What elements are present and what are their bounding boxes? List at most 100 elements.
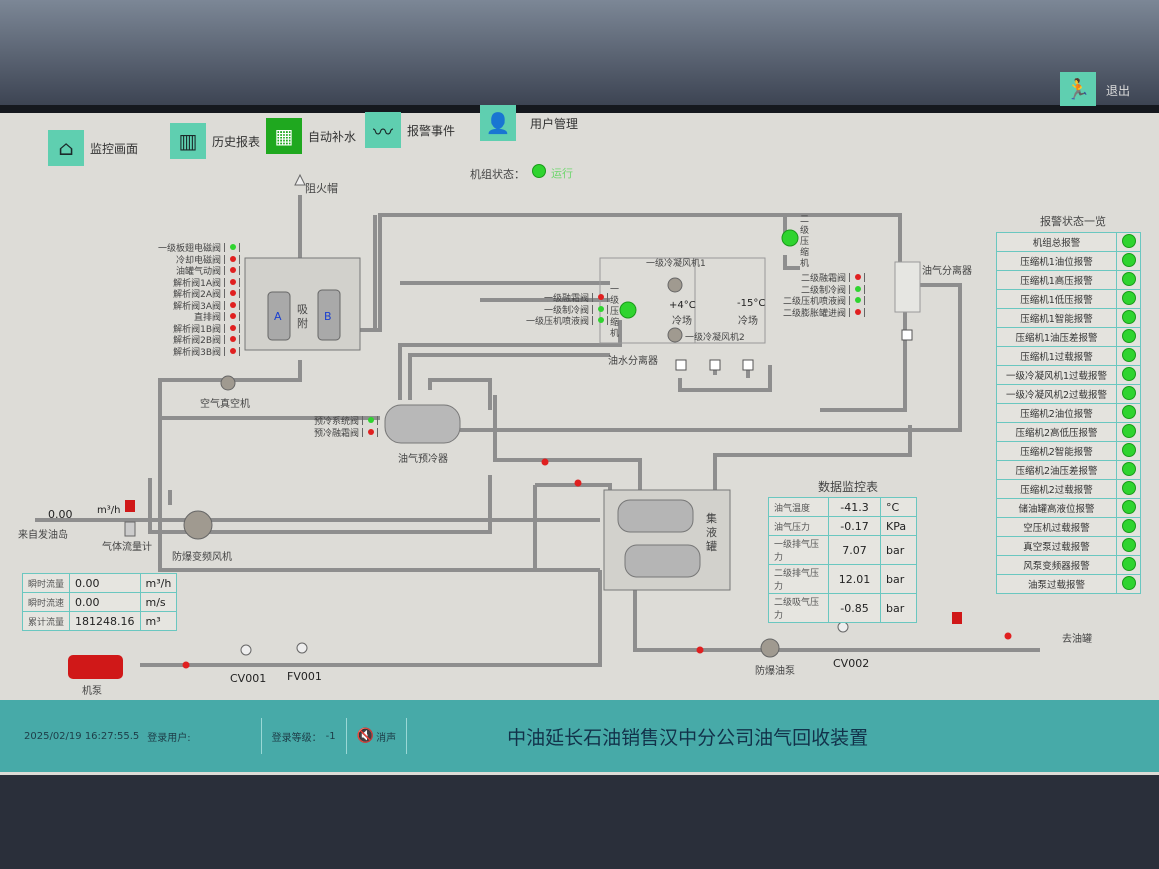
valve-icon[interactable]: [224, 254, 240, 264]
condenser-fan2: [667, 327, 683, 343]
valve-state-indicator: [230, 313, 236, 320]
nav-history[interactable]: ▥历史报表: [170, 123, 260, 159]
valve-state-indicator: [230, 244, 236, 251]
alarm-status-indicator: [1121, 347, 1136, 362]
valve-row[interactable]: 一级压机喷液阀: [505, 315, 608, 327]
nav-user-manage[interactable]: 👤用户管理: [480, 105, 578, 141]
valve-icon[interactable]: [224, 289, 240, 299]
monitor-key: 二级排气压力: [768, 564, 829, 594]
cold-field1-temp: +4°C: [669, 300, 696, 311]
valve-row[interactable]: 解析阀3A阀: [135, 300, 240, 312]
flow-key: 瞬时流速: [21, 592, 71, 612]
alarm-label: 压缩机1油位报警: [996, 251, 1117, 271]
exit-label[interactable]: 退出: [1106, 84, 1131, 98]
valve-row[interactable]: 预冷融霜阀: [300, 427, 378, 439]
valve-icon[interactable]: [849, 307, 865, 317]
valve-row[interactable]: 解析阀2A阀: [135, 288, 240, 300]
valve-label: 解析阀3A阀: [173, 301, 221, 312]
valve-label: 预冷融霜阀: [313, 428, 359, 439]
valve-icon[interactable]: [592, 316, 608, 326]
valve-icon[interactable]: [224, 277, 240, 287]
monitor-row: 油气温度-41.3°C: [768, 497, 917, 517]
valve-icon[interactable]: [849, 296, 865, 306]
alarm-row: 一级冷凝风机1过载报警: [996, 365, 1141, 385]
alarm-label: 机组总报警: [996, 232, 1117, 252]
valve-state-indicator: [855, 285, 861, 292]
nav-monitor[interactable]: ⌂监控画面: [48, 130, 138, 166]
valve-row[interactable]: 二级压机喷液阀: [765, 295, 865, 307]
valve-icon[interactable]: [592, 293, 608, 303]
valve-icon[interactable]: [362, 416, 378, 426]
alarm-table: 机组总报警压缩机1油位报警压缩机1高压报警压缩机1低压报警压缩机1智能报警压缩机…: [996, 232, 1141, 594]
nav-auto-water[interactable]: ▦自动补水: [266, 118, 356, 154]
flow-unit: m/s: [139, 592, 178, 612]
oil-gas-separator-label: 油气分离器: [922, 266, 972, 277]
valve-state-indicator: [598, 317, 604, 324]
condenser-fan1-label: 一级冷凝风机1: [646, 259, 706, 269]
valve-row[interactable]: 一级制冷阀: [505, 304, 608, 316]
valve-icon[interactable]: [362, 427, 378, 437]
nav-label: 历史报表: [212, 134, 261, 149]
valve-row[interactable]: 解析阀2B阀: [135, 334, 240, 346]
alarm-status-indicator: [1121, 461, 1136, 476]
valve-row[interactable]: 二级制冷阀: [765, 284, 865, 296]
valve-state-indicator: [230, 301, 236, 308]
mute-button[interactable]: 🔇消声: [357, 728, 396, 744]
valve-icon[interactable]: [224, 266, 240, 276]
exit-button[interactable]: 🏃: [1060, 72, 1096, 106]
valve-icon[interactable]: [849, 284, 865, 294]
alarm-label: 压缩机1高压报警: [996, 270, 1117, 290]
valve-row[interactable]: 直排阀: [135, 311, 240, 323]
valve-state-indicator: [855, 297, 861, 304]
precooler-label: 油气预冷器: [398, 454, 448, 465]
valve-label: 解析阀1A阀: [173, 278, 221, 289]
water-icon: ▦: [266, 118, 302, 154]
valve-row[interactable]: 预冷系统阀: [300, 415, 378, 427]
flow-unit: m³: [139, 611, 178, 631]
valve-state-indicator: [230, 267, 236, 274]
home-icon: ⌂: [48, 130, 84, 166]
valve-row[interactable]: 解析阀1B阀: [135, 323, 240, 335]
status-bar: 2025/02/19 16:27:55.5 登录用户: 登录等级： -1 🔇消声…: [0, 700, 1159, 772]
valve-icon[interactable]: [224, 335, 240, 345]
alarm-status-indicator: [1121, 328, 1136, 343]
valve-label: 二级融霜阀: [800, 274, 846, 285]
alarm-row: 压缩机2油位报警: [996, 403, 1141, 423]
valve-row[interactable]: 解析阀1A阀: [135, 277, 240, 289]
monitor-value: 7.07: [828, 535, 881, 565]
valve-icon[interactable]: [592, 304, 608, 314]
tank-b-label: B: [324, 310, 332, 323]
valve-row[interactable]: 二级膨胀罐进阀: [765, 307, 865, 319]
valve-row[interactable]: 二级融霜阀: [765, 272, 865, 284]
fan-label: 防爆变频风机: [172, 552, 232, 563]
valve-label: 直排阀: [193, 313, 221, 324]
valve-icon[interactable]: [224, 346, 240, 356]
liquid-tank-lower: [624, 544, 701, 578]
valve-icon[interactable]: [224, 323, 240, 333]
alarm-label: 风泵变频器报警: [996, 555, 1117, 575]
valve-icon[interactable]: [224, 300, 240, 310]
valve-icon[interactable]: [224, 312, 240, 322]
nav-alarm-events[interactable]: 〰报警事件: [365, 112, 455, 148]
alarm-status-indicator: [1121, 499, 1136, 514]
alarm-label: 储油罐高液位报警: [996, 498, 1117, 518]
valve-icon[interactable]: [224, 243, 240, 253]
alarm-status-indicator: [1121, 423, 1136, 438]
tank-a: [267, 291, 291, 341]
alarm-status-indicator: [1121, 309, 1136, 324]
valve-row[interactable]: 一级融霜阀: [505, 292, 608, 304]
valve-row[interactable]: 一级板翅电磁阀: [135, 242, 240, 254]
valve-row[interactable]: 油罐气动阀: [135, 265, 240, 277]
valve-icon[interactable]: [849, 273, 865, 283]
pump-label: 机泵: [82, 686, 102, 697]
alarm-status-indicator: [1121, 575, 1136, 590]
valve-row[interactable]: 解析阀3B阀: [135, 346, 240, 358]
flow-val: 0.00: [69, 592, 141, 612]
monitor-title: 数据监控表: [818, 480, 879, 494]
nav-label: 用户管理: [530, 116, 579, 131]
liquid-tank-upper: [617, 499, 694, 533]
compressor1-label: 一 级 压 缩 机: [610, 285, 620, 339]
valve-row[interactable]: 冷却电磁阀: [135, 254, 240, 266]
alarm-row: 风泵变频器报警: [996, 555, 1141, 575]
cold-field1-label: 冷场: [672, 316, 692, 327]
